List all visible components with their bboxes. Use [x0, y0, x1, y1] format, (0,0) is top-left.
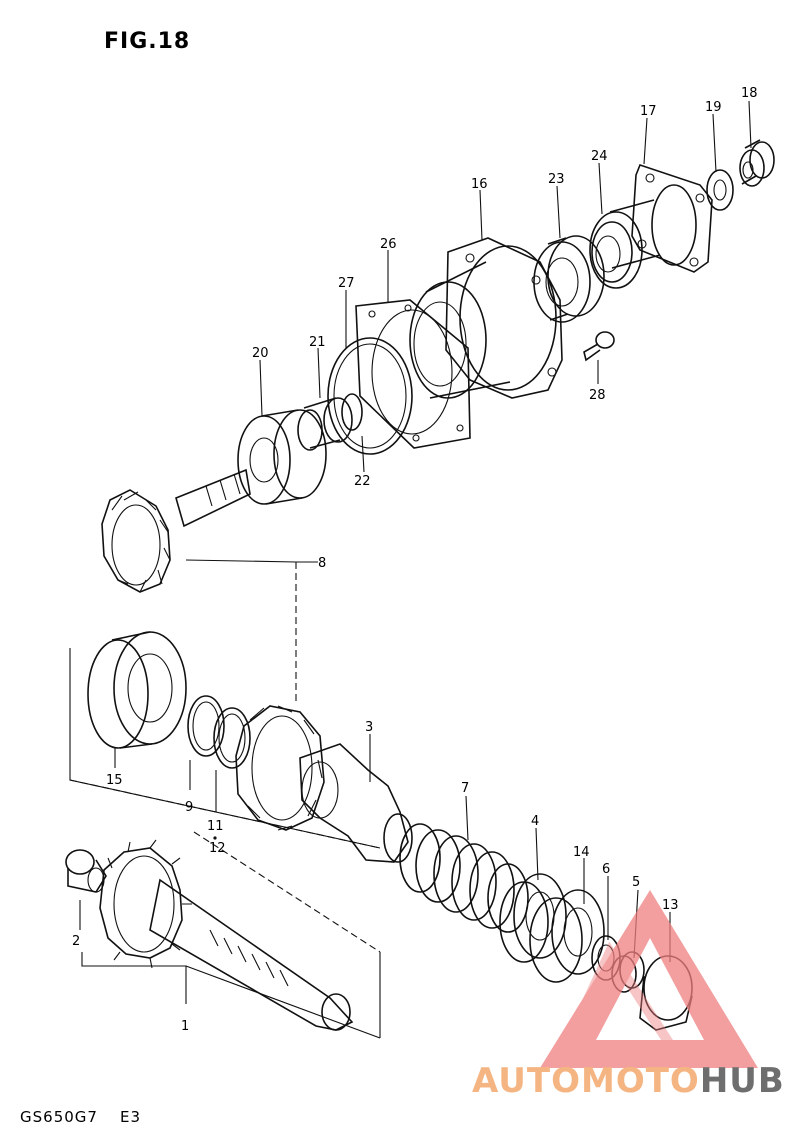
part-23-bearing	[533, 235, 605, 323]
part-20-bearing	[237, 409, 327, 505]
callout-1: 1	[181, 1019, 189, 1034]
callout-20: 20	[252, 346, 269, 361]
callout-16: 16	[471, 177, 488, 192]
part-19-washer	[706, 169, 734, 211]
callout-19: 19	[705, 100, 722, 115]
lower-callout-lines	[69, 648, 671, 1039]
part-17-flange	[609, 164, 713, 273]
part-4-spring-seat	[499, 873, 567, 963]
callout-9: 9	[185, 800, 193, 815]
part-15-bearing	[87, 631, 187, 749]
watermark-text-hub: HUB	[700, 1061, 785, 1101]
callout-7: 7	[461, 781, 469, 796]
callout-6: 6	[602, 862, 610, 877]
part-9-shim	[187, 695, 225, 757]
callout-21: 21	[309, 335, 326, 350]
callout-12: 12	[209, 841, 226, 856]
automotohub-watermark	[540, 890, 758, 1068]
part-8-driven-bevel-gear	[235, 705, 325, 831]
watermark-text-moto: MOTO	[581, 1061, 700, 1101]
callout-5: 5	[632, 875, 640, 890]
part-11-shim	[213, 707, 251, 769]
callout-15: 15	[106, 773, 123, 788]
callout-26: 26	[380, 237, 397, 252]
callout-3: 3	[365, 720, 373, 735]
callout-11: 11	[207, 819, 224, 834]
part-8-drive-bevel-pinion	[101, 468, 251, 593]
part-2-bearing	[65, 849, 107, 893]
model-code: GS650G7	[20, 1108, 98, 1126]
callout-2: 2	[72, 934, 80, 949]
upper-callout-lines	[185, 100, 752, 704]
callout-24: 24	[591, 149, 608, 164]
region-code: E3	[120, 1108, 141, 1126]
part-28-bolt	[583, 331, 615, 362]
callout-28: 28	[589, 388, 606, 403]
callout-14: 14	[573, 845, 590, 860]
part-18-nut	[739, 139, 775, 187]
part-24-oil-seal	[589, 211, 643, 289]
part-1-shaft	[99, 839, 354, 1031]
watermark-text-auto: AUTO	[472, 1061, 581, 1101]
callout-17: 17	[640, 104, 657, 119]
callout-27: 27	[338, 276, 355, 291]
callout-11-12-dot	[213, 836, 217, 840]
callout-22: 22	[354, 474, 371, 489]
callout-4: 4	[531, 814, 539, 829]
watermark-text: AUTOMOTOHUB	[472, 1061, 785, 1101]
callout-13: 13	[662, 898, 679, 913]
callout-8: 8	[318, 556, 326, 571]
callout-18: 18	[741, 86, 758, 101]
callout-23: 23	[548, 172, 565, 187]
watermark-triangle-logo	[540, 890, 758, 1068]
part-22-shim	[341, 393, 363, 431]
figure-title: FIG.18	[104, 29, 190, 54]
part-14-bearing	[529, 889, 605, 983]
part-7-spring	[399, 823, 529, 933]
part-26-gasket	[355, 299, 471, 449]
part-27-o-ring	[327, 337, 413, 455]
part-16-housing	[409, 237, 563, 399]
